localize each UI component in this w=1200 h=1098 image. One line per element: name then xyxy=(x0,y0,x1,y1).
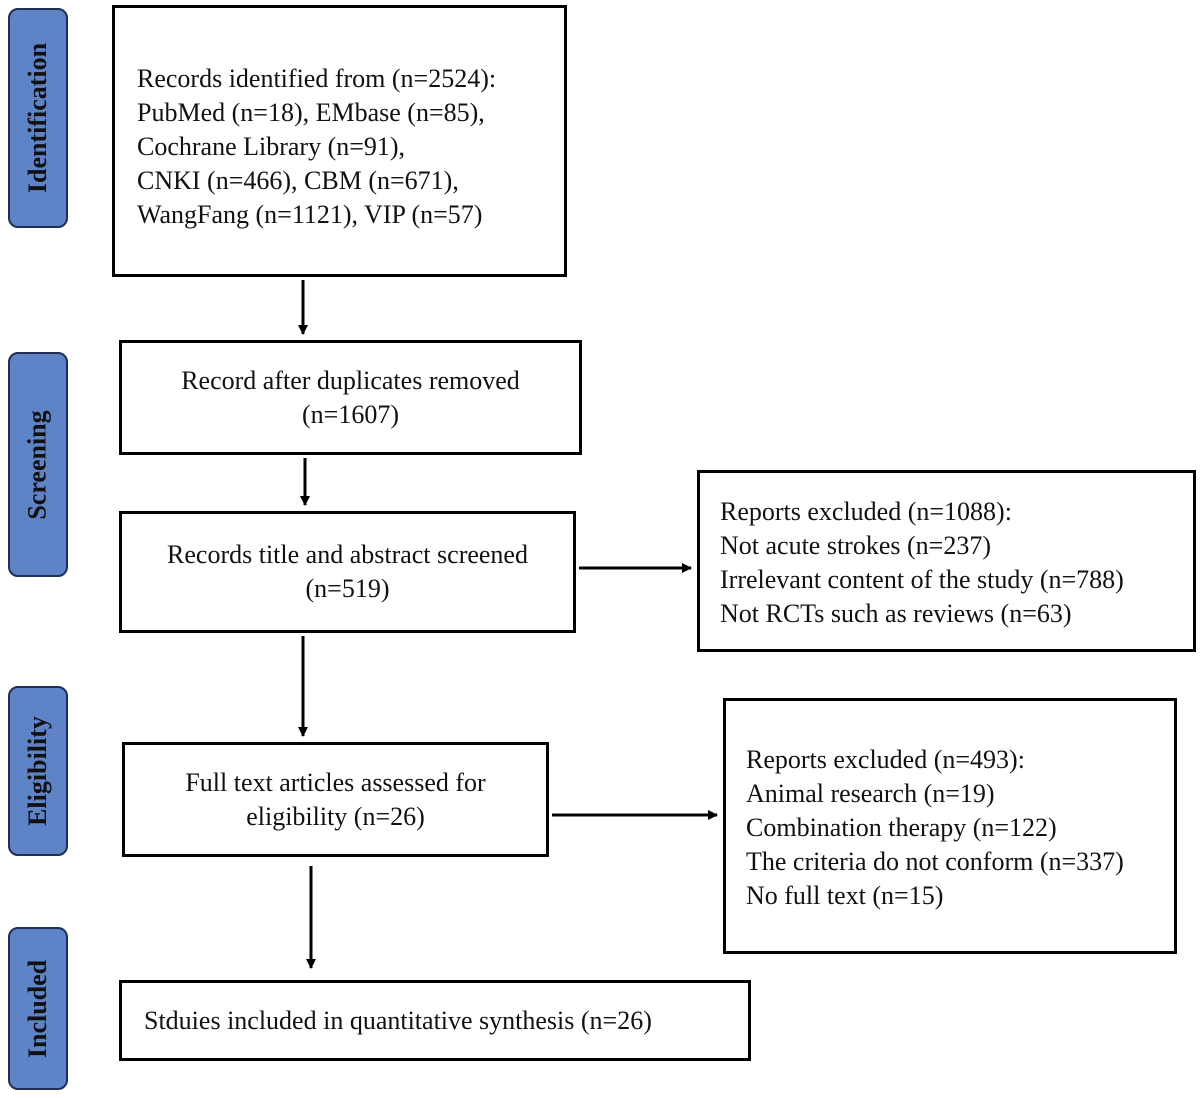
box-line: Record after duplicates removed xyxy=(181,365,520,395)
box-line: Records title and abstract screened xyxy=(167,540,528,569)
box-line: Records identified from (n=2524): xyxy=(137,64,497,93)
box-line: Reports excluded (n=493): xyxy=(746,745,1025,774)
box-line: Cochrane Library (n=91), xyxy=(137,132,406,161)
stage-included: Included xyxy=(8,927,68,1090)
excluded-screening-box: Reports excluded (n=1088): Not acute str… xyxy=(697,470,1196,652)
box-line: Full text articles assessed for xyxy=(185,767,486,797)
box-line: (n=1607) xyxy=(302,399,399,429)
stage-eligibility: Eligibility xyxy=(8,686,68,856)
box-line: WangFang (n=1121), VIP (n=57) xyxy=(137,200,483,229)
box-line: The criteria do not conform (n=337) xyxy=(746,847,1124,876)
records-identified-box: Records identified from (n=2524): PubMed… xyxy=(112,5,567,277)
screened-box: Records title and abstract screened (n=5… xyxy=(119,511,576,633)
box-line: (n=519) xyxy=(305,574,390,603)
box-line: Combination therapy (n=122) xyxy=(746,813,1057,842)
excluded-eligibility-box: Reports excluded (n=493): Animal researc… xyxy=(723,698,1177,954)
box-line: Stduies included in quantitative synthes… xyxy=(144,1005,652,1035)
stage-screening: Screening xyxy=(8,352,68,577)
box-line: No full text (n=15) xyxy=(746,881,944,910)
included-box: Stduies included in quantitative synthes… xyxy=(119,980,751,1061)
box-line: CNKI (n=466), CBM (n=671), xyxy=(137,166,459,195)
box-line: Animal research (n=19) xyxy=(746,779,995,808)
box-line: Not acute strokes (n=237) xyxy=(720,531,991,560)
box-line: PubMed (n=18), EMbase (n=85), xyxy=(137,98,485,127)
box-line: Not RCTs such as reviews (n=63) xyxy=(720,599,1072,628)
box-line: Reports excluded (n=1088): xyxy=(720,497,1012,526)
full-text-box: Full text articles assessed for eligibil… xyxy=(122,742,549,857)
box-line: eligibility (n=26) xyxy=(246,801,425,831)
duplicates-removed-box: Record after duplicates removed (n=1607) xyxy=(119,340,582,455)
box-line: Irrelevant content of the study (n=788) xyxy=(720,565,1124,594)
stage-identification: Identification xyxy=(8,8,68,228)
